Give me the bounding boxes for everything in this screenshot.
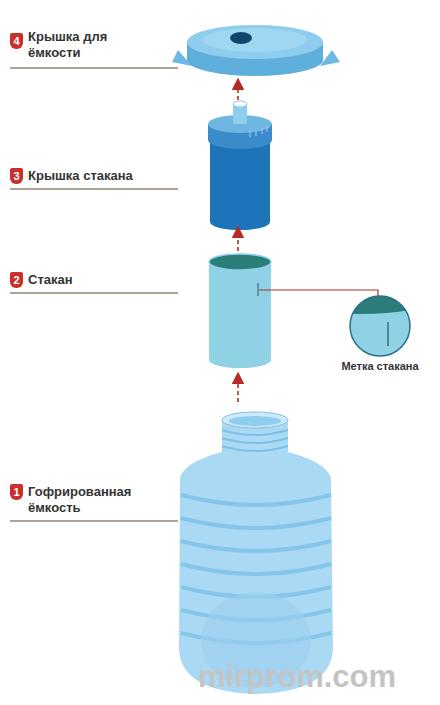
callout-badge: 1	[10, 484, 23, 500]
underline-rules	[10, 68, 178, 521]
callout-badge: 3	[10, 168, 23, 184]
callout-number: 4	[13, 35, 19, 47]
watermark: mirprom.com	[198, 658, 434, 695]
part-name: Крышка для ёмкости	[28, 29, 140, 60]
cup	[209, 254, 271, 368]
tank-lid	[172, 25, 340, 76]
cup-lid	[208, 101, 272, 230]
mark-callout	[259, 286, 430, 360]
corrugated-tank	[179, 412, 333, 694]
callout-badge: 2	[10, 272, 23, 288]
callout-number: 3	[13, 170, 19, 182]
callout-badge: 4	[10, 33, 23, 49]
callout-label: Метка стакана	[324, 360, 436, 373]
part-name: Гофрированная ёмкость	[28, 484, 156, 515]
part-name: Стакан	[28, 272, 178, 288]
part-name: Крышка стакана	[28, 168, 178, 184]
assembly-arrow	[237, 378, 239, 402]
callout-number: 2	[13, 274, 19, 286]
callout-number: 1	[13, 486, 19, 498]
